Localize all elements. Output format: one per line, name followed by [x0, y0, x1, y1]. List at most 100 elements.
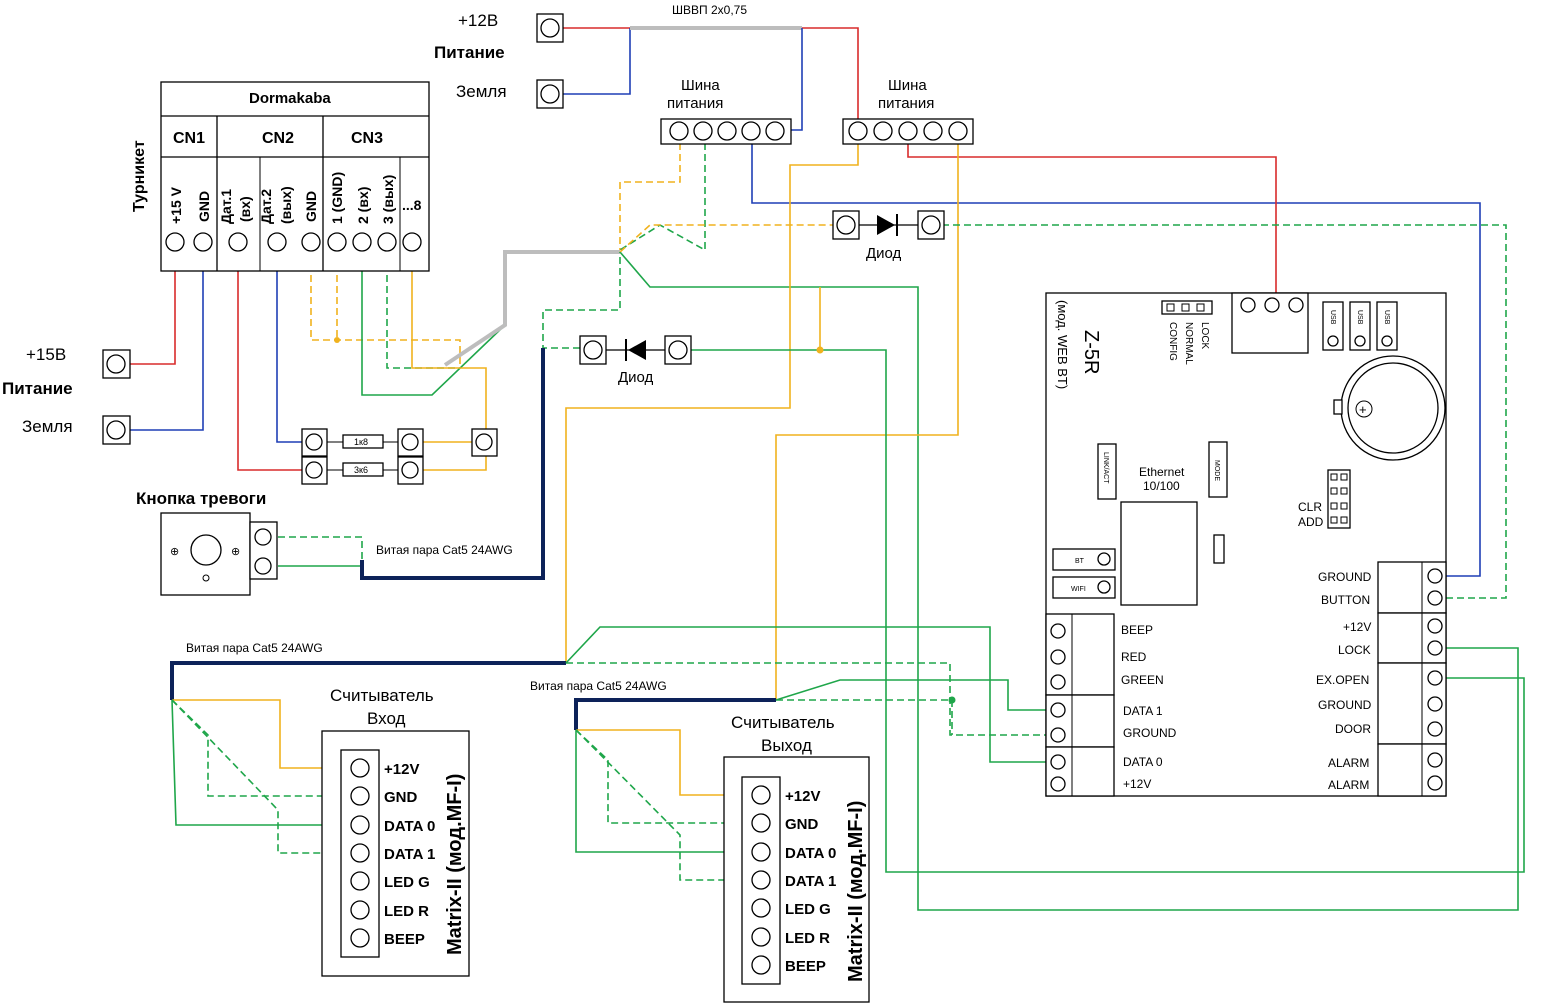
bus-left-pin-3 [717, 121, 737, 141]
term-ground-left [1050, 727, 1066, 743]
diode-top-label: Диод [866, 245, 902, 262]
term-lock-label: LOCK [1338, 643, 1371, 657]
turnstile-pin-label-dat2-out: (вых) [278, 186, 294, 224]
term-beep [1050, 623, 1066, 639]
turnstile-pin-label-dat1-in: (вх) [237, 196, 253, 222]
terminal-12v-plus-screw [540, 18, 560, 38]
mode-config-label: CONFIG [1167, 322, 1178, 361]
reader-out-label-12v: +12V [785, 788, 820, 805]
controller-power-screw-1 [1240, 297, 1256, 313]
resistor-1k8-label: 1к8 [354, 437, 368, 447]
bus-right-pin-2 [873, 121, 893, 141]
turnstile-pin-cn3-3 [377, 232, 397, 252]
reader-out-title-1: Считыватель [731, 713, 835, 732]
reader-in-label-data0: DATA 0 [384, 818, 435, 835]
power-bus-left: Шина питания [660, 77, 792, 145]
wire-12v-blue [562, 28, 631, 95]
reader-out-label-ledr: LED R [785, 930, 830, 947]
diode-mid-term-right-screw [668, 340, 688, 360]
clr-add-jumpers [1327, 469, 1351, 529]
term-data0 [1050, 754, 1066, 770]
res-term-out-screw [475, 433, 493, 451]
supply-12v-power-label: Питание [434, 43, 505, 62]
term-green-label: GREEN [1121, 673, 1164, 687]
wire-cn3-yellow-dash [310, 253, 461, 365]
wire-cn3-3-green-dash [386, 253, 460, 369]
wire-res-out-yellow-2 [422, 455, 487, 471]
add-label: ADD [1298, 515, 1324, 529]
reader-in-pin-gnd [350, 786, 370, 806]
jumper-pin-2 [1340, 473, 1348, 481]
resistor-1k8 [342, 434, 384, 449]
jumper-pin-8 [1340, 516, 1348, 524]
battery-cell [1347, 362, 1439, 454]
term-beep-label: BEEP [1121, 623, 1153, 637]
diode-mid-label: Диод [618, 369, 654, 386]
supply-15v-plus-label: +15В [26, 345, 66, 364]
turnstile-pin-dat1 [228, 232, 248, 252]
turnstile-group-cn1: CN1 [173, 130, 205, 147]
reader-in-label-ledg: LED G [384, 874, 430, 891]
wire-rin-yellow [172, 699, 348, 769]
turnstile-block: Турникет Dormakaba CN1 CN2 CN3 +15 V GND… [131, 81, 430, 272]
jumper-pin-3 [1330, 487, 1338, 495]
term-door-label: DOOR [1335, 722, 1371, 736]
wire-bus2-red [907, 143, 1277, 298]
reader-out-pin-beep [751, 955, 771, 975]
reader-out-title-2: Выход [761, 736, 812, 755]
ethernet-port [1120, 501, 1198, 606]
wifi-label: WIFI [1071, 586, 1086, 593]
bus-left-pin-5 [765, 121, 785, 141]
controller-z5r: Z-5R (мод. WEB BT) LOCK NORMAL CONFIG US… [1045, 292, 1447, 797]
bus-right-pin-1 [848, 121, 868, 141]
ethernet-label-1: Ethernet [1139, 465, 1185, 479]
res-term-left-top-screw [305, 433, 323, 451]
reader-in-pin-ledr [350, 900, 370, 920]
bus-right-pin-4 [923, 121, 943, 141]
term-door [1427, 721, 1443, 737]
term-12v-left [1050, 776, 1066, 792]
diode-middle: Диод [579, 335, 692, 386]
wire-reader-out-navy [574, 698, 776, 730]
usb-port-3-led [1381, 335, 1393, 347]
cable-label-alarm: Витая пара Cat5 24AWG [376, 543, 513, 557]
turnstile-pin-label-dat1: Дат.1 [218, 189, 234, 224]
alarm-button-label: Кнопка тревоги [136, 489, 266, 508]
resistor-3k6 [342, 462, 384, 477]
usb-port-1-label: USB [1329, 310, 1336, 325]
wire-cn3-2-green [361, 253, 506, 396]
sd-slot [1213, 534, 1225, 564]
term-alarm-2-label: ALARM [1328, 778, 1369, 792]
turnstile-pin-cn3-1 [327, 232, 347, 252]
alarm-button-terminal-1 [254, 528, 272, 546]
wire-bus-blue-gnd [751, 143, 1481, 577]
cable-label-reader-out: Витая пара Cat5 24AWG [530, 679, 667, 693]
bus-left-label-1: Шина [681, 77, 720, 94]
turnstile-group-cn2: CN2 [262, 130, 294, 147]
turnstile-pin-cn3-8 [402, 232, 422, 252]
term-data1 [1050, 702, 1066, 718]
wire-diode2-green-dash [542, 252, 621, 349]
supply-15v-ground-label: Земля [22, 417, 73, 436]
turnstile-pin-label-gnd1: GND [196, 191, 212, 222]
battery-plus-sign: + [1359, 402, 1367, 417]
reader-in-pin-data1 [350, 843, 370, 863]
terminal-12v-ground-screw [540, 84, 560, 104]
bus-left-pin-1 [669, 121, 689, 141]
term-12v-right-label: +12V [1343, 620, 1371, 634]
reader-out-label-ledg: LED G [785, 901, 831, 918]
reader-in-label-data1: DATA 1 [384, 846, 435, 863]
wire-bus1-blue [790, 28, 803, 131]
mode-button-label: MODE [1213, 460, 1220, 481]
reader-in-pin-ledg [350, 871, 370, 891]
term-12v-left-label: +12V [1123, 777, 1151, 791]
bus-right-pin-3 [898, 121, 918, 141]
reader-out-pin-12v [751, 785, 771, 805]
reader-out-label-data1: DATA 1 [785, 873, 836, 890]
reader-in-label-gnd: GND [384, 789, 418, 806]
reader-out-connector [741, 776, 781, 985]
junction-dot-1 [334, 337, 340, 343]
diode-top-term-right-screw [921, 215, 941, 235]
mode-lock-label: LOCK [1199, 322, 1210, 350]
resistor-3k6-label: 3к6 [354, 465, 368, 475]
